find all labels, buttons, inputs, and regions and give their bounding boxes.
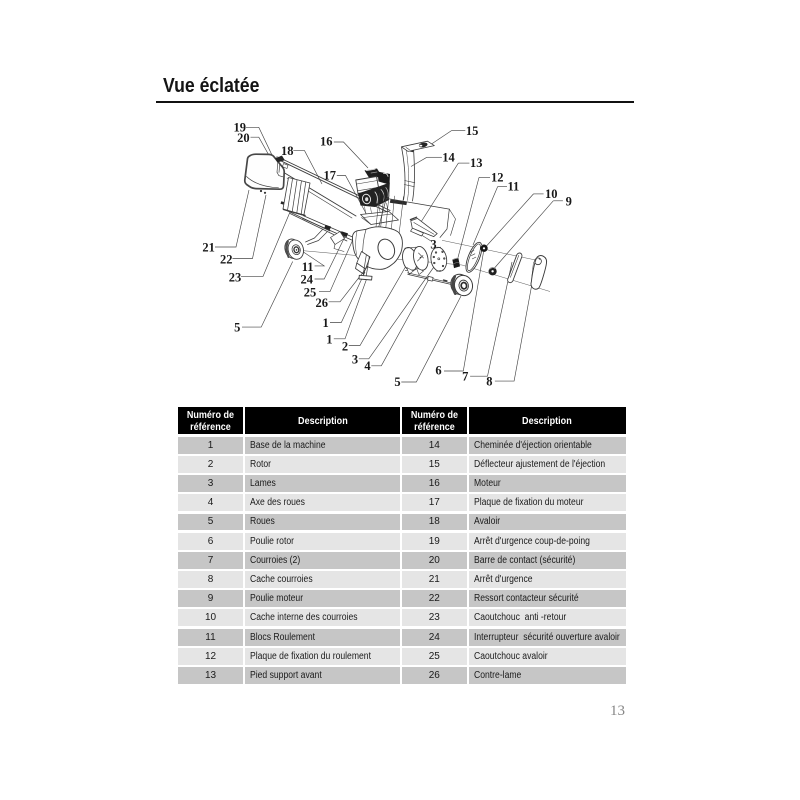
svg-text:24: 24 <box>301 273 314 287</box>
svg-text:1: 1 <box>326 333 332 347</box>
svg-text:17: 17 <box>323 169 336 183</box>
svg-text:15: 15 <box>466 124 479 138</box>
svg-text:3: 3 <box>352 353 358 367</box>
svg-text:10: 10 <box>545 187 558 201</box>
svg-text:16: 16 <box>320 134 333 148</box>
svg-text:26: 26 <box>316 296 329 310</box>
svg-text:7: 7 <box>462 370 468 384</box>
svg-text:11: 11 <box>507 180 519 194</box>
svg-text:23: 23 <box>229 270 242 284</box>
svg-text:12: 12 <box>491 171 504 185</box>
svg-text:9: 9 <box>566 194 572 208</box>
svg-text:5: 5 <box>234 321 240 335</box>
svg-text:14: 14 <box>442 151 455 165</box>
svg-text:21: 21 <box>202 241 215 255</box>
svg-text:19: 19 <box>233 121 246 135</box>
svg-text:8: 8 <box>486 375 492 389</box>
svg-text:2: 2 <box>342 339 348 353</box>
svg-text:13: 13 <box>470 156 483 170</box>
svg-text:4: 4 <box>364 359 371 373</box>
svg-text:1: 1 <box>322 316 328 330</box>
svg-text:25: 25 <box>304 286 317 300</box>
svg-text:22: 22 <box>220 253 233 267</box>
svg-text:5: 5 <box>394 375 400 389</box>
svg-text:11: 11 <box>302 260 314 274</box>
svg-text:3: 3 <box>430 238 436 252</box>
svg-text:18: 18 <box>281 144 294 158</box>
svg-text:6: 6 <box>435 364 441 378</box>
svg-text:20: 20 <box>237 131 250 145</box>
